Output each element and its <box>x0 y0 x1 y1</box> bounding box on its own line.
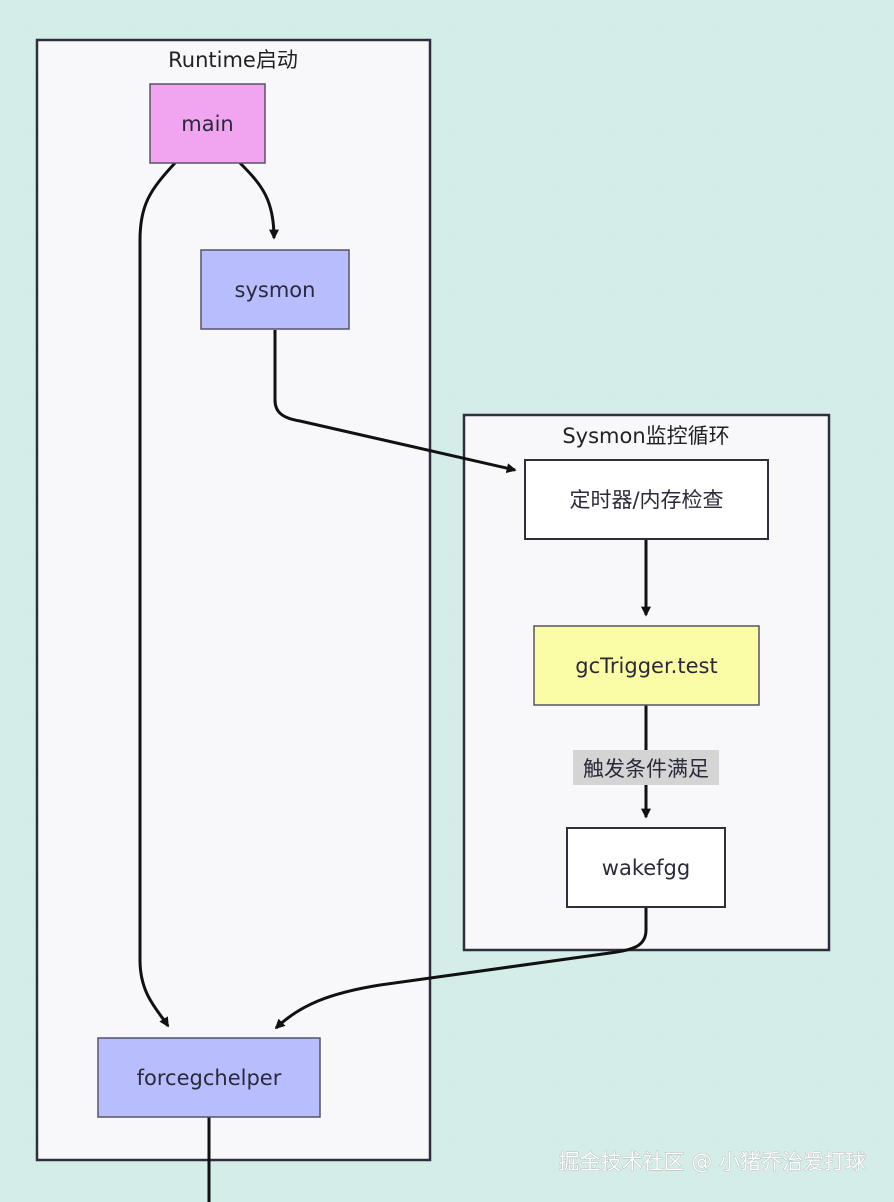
node-timer-check[interactable]: 定时器/内存检查 <box>524 459 769 540</box>
node-sysmon-label: sysmon <box>235 278 316 302</box>
edge-wakefgg-to-forcegchelper <box>274 908 648 1030</box>
node-main-label: main <box>181 112 233 136</box>
watermark: 掘金技术社区 @ 小猪乔治爱打球 <box>559 1150 866 1174</box>
edge-label-trigger-text: 触发条件满足 <box>583 757 709 781</box>
node-main[interactable]: main <box>149 83 266 164</box>
edge-main-to-forcegchelper <box>138 161 177 1028</box>
node-wakefgg[interactable]: wakefgg <box>566 827 726 908</box>
edges <box>138 161 651 1202</box>
node-gc-trigger-label: gcTrigger.test <box>575 654 717 678</box>
node-forcegchelper-label: forcegchelper <box>137 1066 282 1090</box>
node-sysmon[interactable]: sysmon <box>200 249 350 330</box>
node-wakefgg-label: wakefgg <box>602 856 690 880</box>
cluster-runtime-title: Runtime启动 <box>168 48 298 72</box>
cluster-sysmon-loop-title: Sysmon监控循环 <box>562 424 729 448</box>
edge-main-to-sysmon <box>238 161 279 240</box>
node-gc-trigger[interactable]: gcTrigger.test <box>533 625 760 706</box>
node-timer-check-label: 定时器/内存检查 <box>569 488 723 512</box>
cluster-runtime: Runtime启动 <box>35 38 432 1162</box>
edge-sysmon-to-timer <box>273 330 517 474</box>
node-forcegchelper[interactable]: forcegchelper <box>97 1037 321 1118</box>
edge-label-trigger: 触发条件满足 <box>573 750 719 785</box>
